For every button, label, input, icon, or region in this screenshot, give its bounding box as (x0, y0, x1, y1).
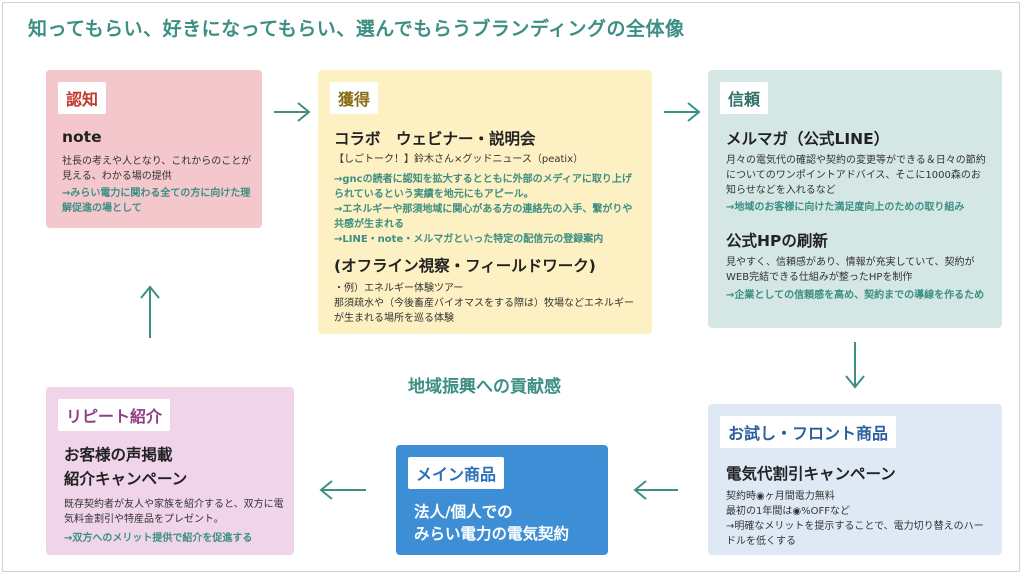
arrow-right-icon (664, 102, 701, 122)
repeat-heading: お客様の声掲載 紹介キャンペーン (64, 446, 188, 488)
stage-ninchi: 認知 note 社長の考えや人となり、これからのことが見える、わかる場の提供 →… (46, 70, 262, 228)
stage-shinrai: 信頼 メルマガ（公式LINE） 月々の電気代の確認や契約の変更等ができる＆日々の… (708, 70, 1002, 328)
shinrai-heading-mailmag: メルマガ（公式LINE） (726, 130, 890, 148)
stage-tag-repeat: リピート紹介 (58, 399, 171, 431)
shinrai-body-hp: 見やすく、信頼感があり、情報が充実していて、契約がWEB完結できる仕組みが整った… (726, 257, 975, 283)
otameshi-body: 契約時◉ヶ月間電力無料 最初の1年間は◉%OFFなど →明確なメリットを提示する… (726, 491, 984, 547)
stage-tag-main: メイン商品 (408, 457, 505, 489)
kakutoku-body-collab: 【しごトーク！】鈴木さん×グッドニュース（peatix） (334, 154, 584, 165)
page-title: 知ってもらい、好きになってもらい、選んでもらうブランディングの全体像 (28, 18, 685, 40)
arrow-down-icon (845, 342, 865, 389)
shinrai-note-mailmag: →地域のお客様に向けた満足度向上のための取り組み (726, 202, 965, 213)
center-label: 地域振興への貢献感 (408, 377, 561, 397)
stage-tag-kakutoku: 獲得 (330, 82, 379, 114)
kakutoku-note-collab: →gncの読者に認知を拡大するとともに外部のメディアに取り上げられているという実… (334, 174, 633, 245)
stage-kakutoku: 獲得 コラボ ウェビナー・説明会 【しごトーク！】鈴木さん×グッドニュース（pe… (318, 70, 652, 334)
stage-tag-ninchi: 認知 (58, 82, 107, 114)
repeat-note: →双方へのメリット提供で紹介を促進する (64, 533, 253, 544)
stage-tag-shinrai: 信頼 (720, 82, 769, 114)
otameshi-heading: 電気代割引キャンペーン (726, 465, 896, 483)
stage-otameshi: お試し・フロント商品 電気代割引キャンペーン 契約時◉ヶ月間電力無料 最初の1年… (708, 404, 1002, 555)
arrow-left-icon (319, 480, 366, 500)
ninchi-body: 社長の考えや人となり、これからのことが見える、わかる場の提供 (62, 156, 252, 182)
kakutoku-heading-offline: (オフライン視察・フィールドワーク) (334, 257, 596, 275)
kakutoku-body-offline: ・例）エネルギー体験ツアー 那須疏水や（今後畜産バイオマスをする際は）牧場などエ… (334, 283, 634, 324)
shinrai-heading-hp: 公式HPの刷新 (726, 232, 828, 250)
stage-tag-otameshi: お試し・フロント商品 (720, 416, 897, 448)
repeat-body: 既存契約者が友人や家族を紹介すると、双方に電気料金割引や特産品をプレゼント。 (64, 499, 284, 525)
arrow-up-icon (140, 285, 160, 338)
kakutoku-heading-collab: コラボ ウェビナー・説明会 (334, 130, 536, 148)
arrow-right-icon (274, 102, 311, 122)
ninchi-heading: note (62, 128, 102, 146)
ninchi-note: →みらい電力に関わる全ての方に向けた理解促進の場として (62, 188, 251, 214)
stage-repeat: リピート紹介 お客様の声掲載 紹介キャンペーン 既存契約者が友人や家族を紹介する… (46, 387, 294, 555)
shinrai-body-mailmag: 月々の電気代の確認や契約の変更等ができる＆日々の節約についてのワンポイントアドバ… (726, 155, 986, 196)
stage-main: メイン商品 法人/個人での みらい電力の電気契約 (396, 445, 608, 555)
shinrai-note-hp: →企業としての信頼感を高め、契約までの導線を作るため (726, 290, 985, 301)
main-heading: 法人/個人での みらい電力の電気契約 (414, 503, 570, 543)
arrow-left-icon (633, 480, 678, 500)
